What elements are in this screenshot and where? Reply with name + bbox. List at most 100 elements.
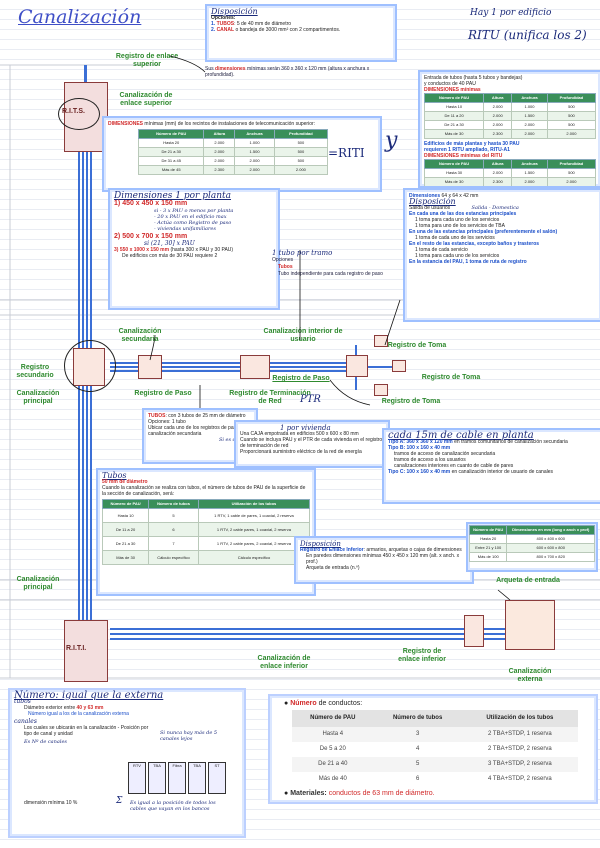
cell: 2.000 <box>483 102 513 112</box>
dp-value-1: 450 x 450 x 150 mm <box>122 200 188 207</box>
rt2-th-2: Anchura <box>511 159 548 169</box>
rits-dims-bullet: DIMENSIONES <box>108 121 144 127</box>
registro-toma-right <box>392 360 406 372</box>
rits-dims-text: mínimas (mm) de los recintos de instalac… <box>144 121 316 127</box>
bottom-conducts-table: Número de PAU Número de tubos Utilizació… <box>292 710 578 787</box>
cell: 4 <box>415 746 420 752</box>
canal-capsule-row: RTV TBA Fibra TBA ST <box>128 762 226 794</box>
rt-line-5: requieren 1 RITU ampliado, RITU-A1 <box>424 147 510 153</box>
cell: 2.000 <box>511 120 548 130</box>
bl-sum: Σ <box>116 796 123 806</box>
cell: 1.000 <box>511 102 548 112</box>
rm-sub-row: Salida de usuarios Salida - Domestica <box>409 205 597 211</box>
dimensiones-top-key: dimensiones <box>215 66 246 72</box>
cn-tipo-c-key: Tipo C: 100 x 160 x 40 mm <box>388 469 451 475</box>
rits-dims-box: DIMENSIONES mínimas (mm) de los recintos… <box>102 116 382 192</box>
registro-enlace-inferior-box <box>464 615 484 647</box>
dp-1c: - Actúa como Registro de paso <box>154 220 232 226</box>
registro-toma-center <box>346 355 368 377</box>
cell: 1.500 <box>511 111 548 121</box>
cell: 2.000 <box>483 111 513 121</box>
rd-th-1: Altura <box>203 129 236 139</box>
cell: 5 <box>148 508 199 523</box>
cell: Más de 100 <box>468 552 508 562</box>
bt-bullet-1-rest: de conductos: <box>318 700 363 707</box>
db-l2: En paredes dimensiones mínimas 450 x 450… <box>306 553 460 565</box>
cell: 1 RTV, 2 cable pares, 2 coaxial, 2 reser… <box>197 536 311 551</box>
tb-l1: TUBOS: con 3 tubos de 25 mm de diámetro <box>148 413 252 419</box>
cell: Hasta 20 <box>137 138 205 148</box>
canal-cap-2: TBA <box>148 762 166 794</box>
cell: Hasta 4 <box>292 727 374 742</box>
dp-num-2: 2) <box>114 233 121 240</box>
dp-3b: De edificios con más de 30 PAU requiere … <box>122 253 218 259</box>
hay-1-por-edificio: Hay 1 por edificio <box>470 8 552 18</box>
cell: Más de 40 <box>318 776 347 782</box>
cell: De 11 a 20 <box>423 111 485 121</box>
db-l1-key: Registro de Enlace Inferior <box>300 547 364 553</box>
dp-value-3: 550 x 1000 x 150 mm <box>119 247 170 253</box>
cell: De 21 a 30 <box>101 536 150 551</box>
cell: 2.000 <box>203 156 236 166</box>
canal-cap-4: TBA <box>188 762 206 794</box>
cell: 2.000 <box>546 129 597 139</box>
dp-value-2: 500 x 700 x 150 mm <box>122 233 188 240</box>
user-pipe-right <box>365 366 395 368</box>
cell: 2.300 <box>483 129 513 139</box>
rm-dims-value: 64 x 64 x 42 mm <box>441 193 479 199</box>
riti-box <box>64 620 108 682</box>
mid-note-l2: Tubos <box>278 264 293 270</box>
rt-th-1: Altura <box>483 93 513 103</box>
rt-th-3: Profundidad <box>546 93 597 103</box>
cell: 2.300 <box>203 165 236 175</box>
bl-canales-lbl: canales <box>14 718 37 725</box>
ptr-l1: Una CAJA empotrada en edificios 500 x 60… <box>240 431 359 437</box>
cell: 2.000 <box>483 168 513 178</box>
ritu-note: RITU (unifica los 2) <box>468 28 587 42</box>
db-heading: Disposición <box>300 540 341 548</box>
cell: De 5 a 20 <box>319 746 346 752</box>
cell: 2.000 <box>203 147 236 157</box>
rm-sub2: Salida - Domestica <box>471 205 519 211</box>
ad-th-1: Dimensiones en mm (long x anch x prof) <box>506 525 595 535</box>
cell: De 11 a 20 <box>101 522 150 537</box>
cell: Más de 30 <box>101 550 150 565</box>
arqueta-dims-box: Número de PAU Dimensiones en mm (long x … <box>466 522 598 572</box>
cell: Entre 21 y 100 <box>468 543 508 553</box>
cell: De 21 a 30 <box>137 147 205 157</box>
label-arqueta-entrada: Arqueta de entrada <box>496 577 560 584</box>
db-l3: Arqueta de entrada (n.º) <box>306 565 360 571</box>
cell: De 21 a 30 <box>423 120 485 130</box>
numero-hand: Número: igual que la externa <box>14 690 164 701</box>
cn-tipo-a-rest: en tramos comunitarios de canalización s… <box>454 439 568 445</box>
opcion-1-key: TUBOS <box>216 21 235 27</box>
cell: 2.000 <box>483 120 513 130</box>
cell: 3 TBA+STDP, 2 reserva <box>461 757 578 772</box>
cell: Cálculo específico <box>148 550 199 565</box>
riti-label: R.I.T.I. <box>66 645 87 652</box>
mid-note-l1: Opciones <box>272 257 294 263</box>
canal-cap-3: Fibra <box>168 762 186 794</box>
enlace-inf-pipe-2 <box>110 633 510 635</box>
rt-line-2: y conductos de 40 PAU <box>424 81 476 87</box>
bl-d-dim: dimensión mínima 10 % <box>24 800 78 806</box>
cell: 1.000 <box>234 138 275 148</box>
bl-tubos-lbl: tubos <box>14 698 31 705</box>
rm-b3b: 1 toma para cada uno de los servicios <box>415 253 500 259</box>
bl-d1-b: 40 y 63 mm <box>76 705 104 711</box>
canal-note-box: cada 15m de cable en planta Tipo A: 360 … <box>382 428 600 504</box>
bl-note: Es igual a la posición de todos los cabl… <box>130 800 216 812</box>
bt-bullet-2-rest: conductos de 63 mm de diámetro. <box>328 790 435 797</box>
label-registro-toma-3: Registro de Toma <box>381 398 441 405</box>
cn-heading: cada 15m de cable en planta <box>388 430 534 441</box>
rt-line-3: DIMENSIONES mínimas <box>424 87 481 93</box>
rm-heading: Disposición <box>409 197 456 206</box>
enlace-inf-pipe-1 <box>110 628 510 630</box>
db-l1: Registro de Enlace Inferior: armarios, a… <box>300 547 468 553</box>
cell: 2.000 <box>234 165 275 175</box>
